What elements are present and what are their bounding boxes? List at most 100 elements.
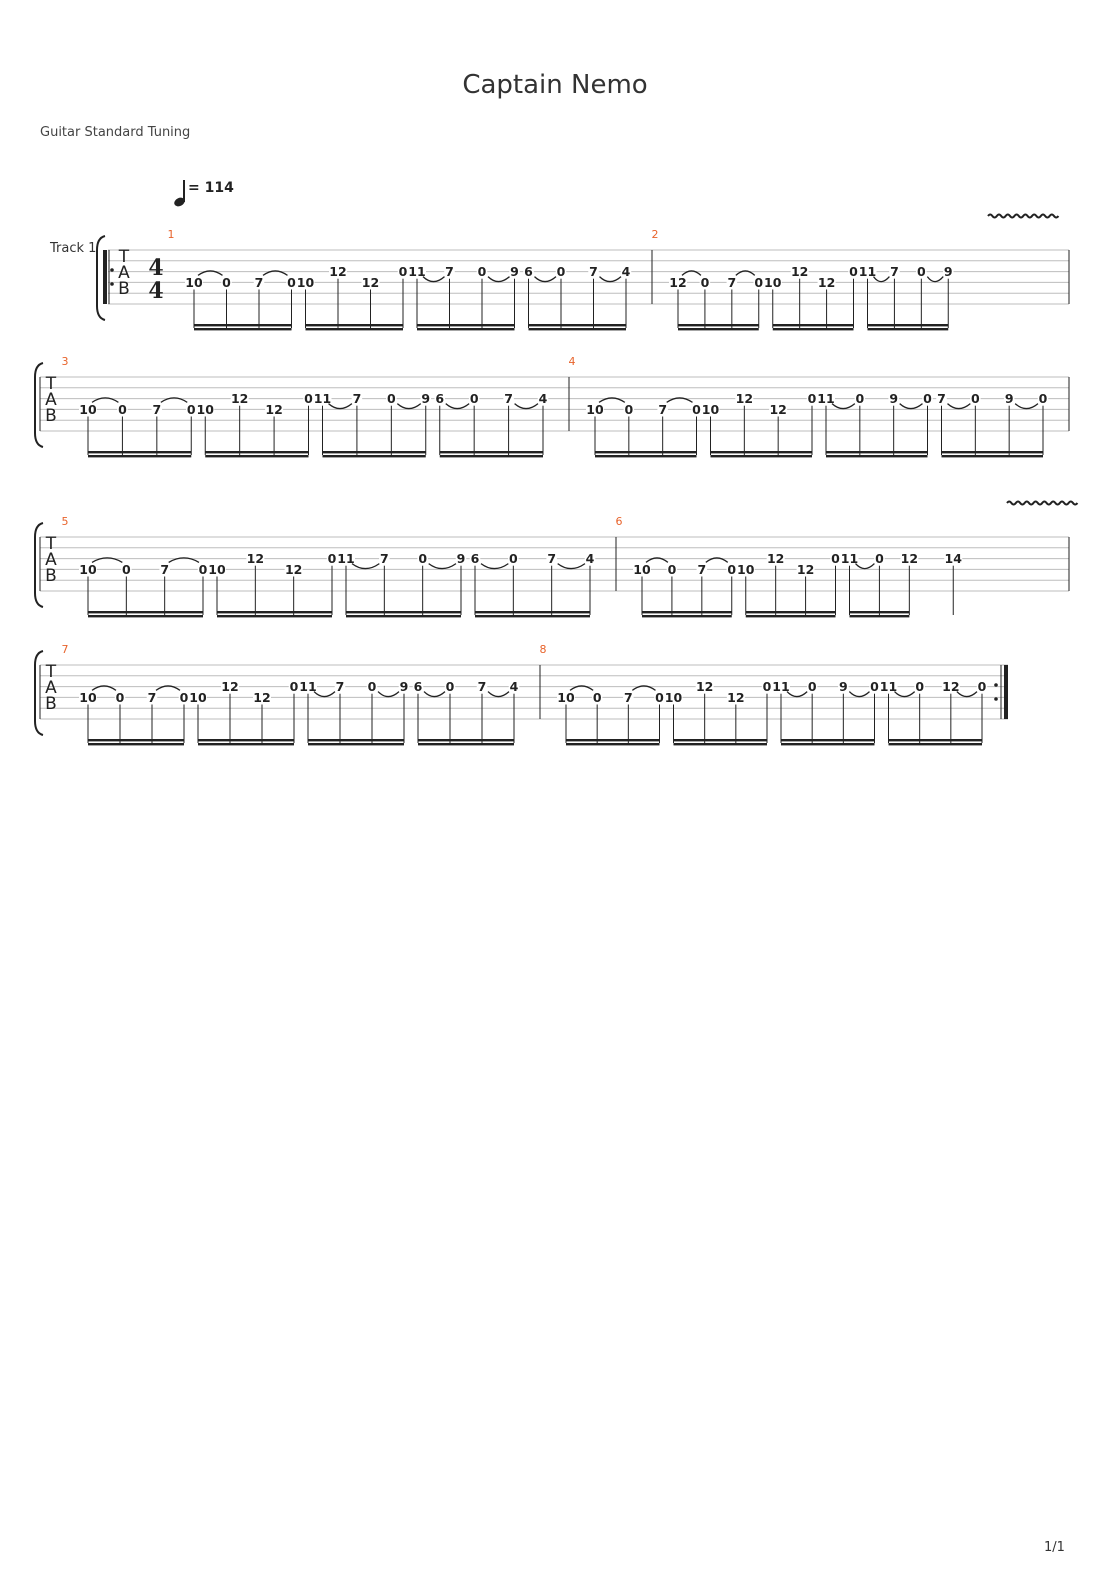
beam-primary xyxy=(198,739,294,742)
tie-arc xyxy=(262,270,288,276)
tab-clef-letter: B xyxy=(45,406,57,426)
fret-number: 12 xyxy=(818,275,835,290)
tie-arc xyxy=(168,557,200,563)
fret-backing xyxy=(879,679,898,694)
fret-backing xyxy=(623,402,635,417)
system-bracket xyxy=(34,522,44,608)
fret-backing xyxy=(806,391,818,406)
fret-number: 0 xyxy=(287,275,296,290)
fret-number: 0 xyxy=(593,690,602,705)
tie-arc xyxy=(160,397,188,403)
fret-number: 0 xyxy=(470,391,479,406)
fret-number: 9 xyxy=(400,679,409,694)
beam-primary xyxy=(88,611,203,614)
fret-number: 0 xyxy=(808,679,817,694)
fret-backing xyxy=(334,679,346,694)
page-number: 1/1 xyxy=(1044,1540,1065,1555)
fret-backing xyxy=(398,679,410,694)
fret-backing xyxy=(121,562,132,577)
fret-backing xyxy=(117,402,128,417)
fret-backing xyxy=(420,391,431,406)
beam-primary xyxy=(673,739,767,742)
beam-secondary xyxy=(322,455,426,458)
beam-secondary xyxy=(475,615,590,618)
tie-arc xyxy=(91,685,117,691)
measure-number: 7 xyxy=(62,643,69,656)
slur-arc xyxy=(396,403,422,410)
fret-number: 11 xyxy=(337,551,354,566)
fret-number: 0 xyxy=(624,402,633,417)
fret-number: 0 xyxy=(222,275,231,290)
measure-number: 8 xyxy=(540,643,547,656)
fret-number: 9 xyxy=(421,391,430,406)
fret-number: 7 xyxy=(152,402,161,417)
fret-backing xyxy=(434,391,445,406)
beam-secondary xyxy=(528,328,626,331)
fret-number: 0 xyxy=(668,562,677,577)
slur-arc xyxy=(956,691,978,698)
fret-number: 0 xyxy=(763,679,772,694)
beam-secondary xyxy=(308,743,404,746)
fret-backing xyxy=(79,402,97,417)
fret-backing xyxy=(772,679,790,694)
beam-primary xyxy=(88,451,192,454)
fret-backing xyxy=(735,391,754,406)
fret-backing xyxy=(701,402,720,417)
fret-number: 11 xyxy=(314,391,331,406)
beam-secondary xyxy=(888,743,982,746)
slur-arc xyxy=(1014,403,1039,410)
tab-clef-letter: B xyxy=(45,566,57,586)
fret-backing xyxy=(976,679,988,694)
fret-backing xyxy=(503,391,514,406)
fret-backing xyxy=(508,679,520,694)
fret-number: 7 xyxy=(624,690,633,705)
beam-secondary xyxy=(205,455,309,458)
slur-arc xyxy=(786,691,808,698)
fret-number: 0 xyxy=(1039,391,1048,406)
fret-backing xyxy=(408,264,426,279)
fret-backing xyxy=(943,264,954,279)
beam-secondary xyxy=(673,743,767,746)
fret-number: 11 xyxy=(772,679,789,694)
fret-backing xyxy=(265,402,284,417)
fret-backing xyxy=(189,690,207,705)
fret-backing xyxy=(586,402,604,417)
fret-backing xyxy=(790,264,809,279)
fret-number: 12 xyxy=(901,551,918,566)
tie-arc xyxy=(631,685,656,691)
tie-arc xyxy=(91,397,119,403)
beam-secondary xyxy=(88,455,192,458)
fret-backing xyxy=(900,551,919,566)
fret-number: 0 xyxy=(831,551,840,566)
fret-backing xyxy=(796,562,815,577)
fret-backing xyxy=(854,391,866,406)
fret-backing xyxy=(761,679,773,694)
fret-number: 7 xyxy=(148,690,157,705)
beam-secondary xyxy=(198,743,294,746)
fret-number: 12 xyxy=(221,679,238,694)
system-bracket xyxy=(34,362,44,448)
fret-number: 12 xyxy=(696,679,713,694)
quarter-note-stem xyxy=(183,180,185,202)
fret-number: 10 xyxy=(737,562,755,577)
fret-backing xyxy=(588,264,599,279)
fret-number: 4 xyxy=(510,679,519,694)
fret-number: 7 xyxy=(478,679,487,694)
fret-backing xyxy=(208,562,226,577)
beam-secondary xyxy=(849,615,910,618)
fret-backing xyxy=(1003,391,1015,406)
tab-clef-letter: A xyxy=(45,678,57,698)
fret-number: 0 xyxy=(870,679,879,694)
fret-backing xyxy=(633,562,651,577)
tab-clef-letter: A xyxy=(45,550,57,570)
fret-backing xyxy=(412,679,424,694)
fret-backing xyxy=(922,391,933,406)
tab-clef-letter: T xyxy=(45,374,57,394)
slur-arc xyxy=(351,563,380,570)
fret-backing xyxy=(584,551,596,566)
fret-number: 0 xyxy=(923,391,932,406)
slur-arc xyxy=(848,691,870,698)
fret-number: 0 xyxy=(808,391,817,406)
fret-backing xyxy=(817,391,835,406)
tempo-marking: = 114 xyxy=(170,178,250,212)
